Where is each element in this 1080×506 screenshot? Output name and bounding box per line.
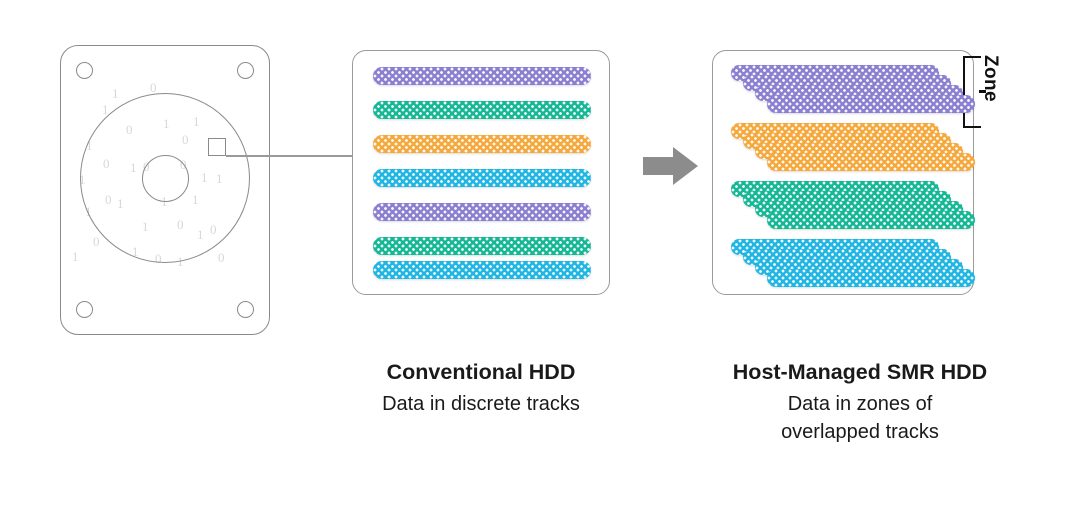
track-6-teal — [373, 237, 591, 255]
caption-line: Data in zones of — [787, 393, 933, 415]
track-4-cyan — [373, 169, 591, 187]
smr-hdd-panel — [712, 50, 975, 295]
callout-line — [226, 155, 356, 157]
caption-line: overlapped tracks — [781, 421, 939, 443]
screw-hole-bottom-left — [76, 301, 93, 318]
conventional-caption-subtitle: Data in discrete tracks — [341, 390, 621, 418]
zone-cyan — [713, 239, 975, 289]
zone-bracket — [963, 56, 981, 128]
screw-hole-top-right — [237, 62, 254, 79]
zone-orange-track-4 — [767, 153, 975, 171]
smr-zone-group — [713, 51, 975, 294]
track-3-orange — [373, 135, 591, 153]
zone-teal-track-4 — [767, 211, 975, 229]
screw-hole-top-left — [76, 62, 93, 79]
conventional-caption: Conventional HDD Data in discrete tracks — [341, 358, 621, 418]
right-arrow-icon — [643, 145, 699, 187]
smr-caption: Host-Managed SMR HDD Data in zones of ove… — [690, 358, 1030, 446]
track-5-purple — [373, 203, 591, 221]
track-1-purple — [373, 67, 591, 85]
zone-cyan-track-4 — [767, 269, 975, 287]
zone-purple-track-4 — [767, 95, 975, 113]
smr-caption-title: Host-Managed SMR HDD — [732, 360, 988, 384]
conventional-caption-title: Conventional HDD — [386, 360, 576, 384]
conventional-track-group — [353, 51, 609, 294]
zone-teal — [713, 181, 975, 231]
conventional-hdd-panel — [352, 50, 610, 295]
caption-line: Data in discrete tracks — [382, 393, 580, 415]
track-2-teal — [373, 101, 591, 119]
spindle-hub — [141, 154, 189, 202]
smr-caption-subtitle: Data in zones of overlapped tracks — [690, 390, 1030, 446]
zone-bracket-tick — [979, 90, 986, 93]
zone-orange — [713, 123, 975, 173]
track-7-cyan — [373, 261, 591, 279]
zone-label: Zone — [980, 55, 1001, 102]
zone-purple — [713, 65, 975, 115]
magnifier-region — [208, 138, 226, 156]
screw-hole-bottom-right — [237, 301, 254, 318]
disk-platter — [80, 93, 250, 263]
